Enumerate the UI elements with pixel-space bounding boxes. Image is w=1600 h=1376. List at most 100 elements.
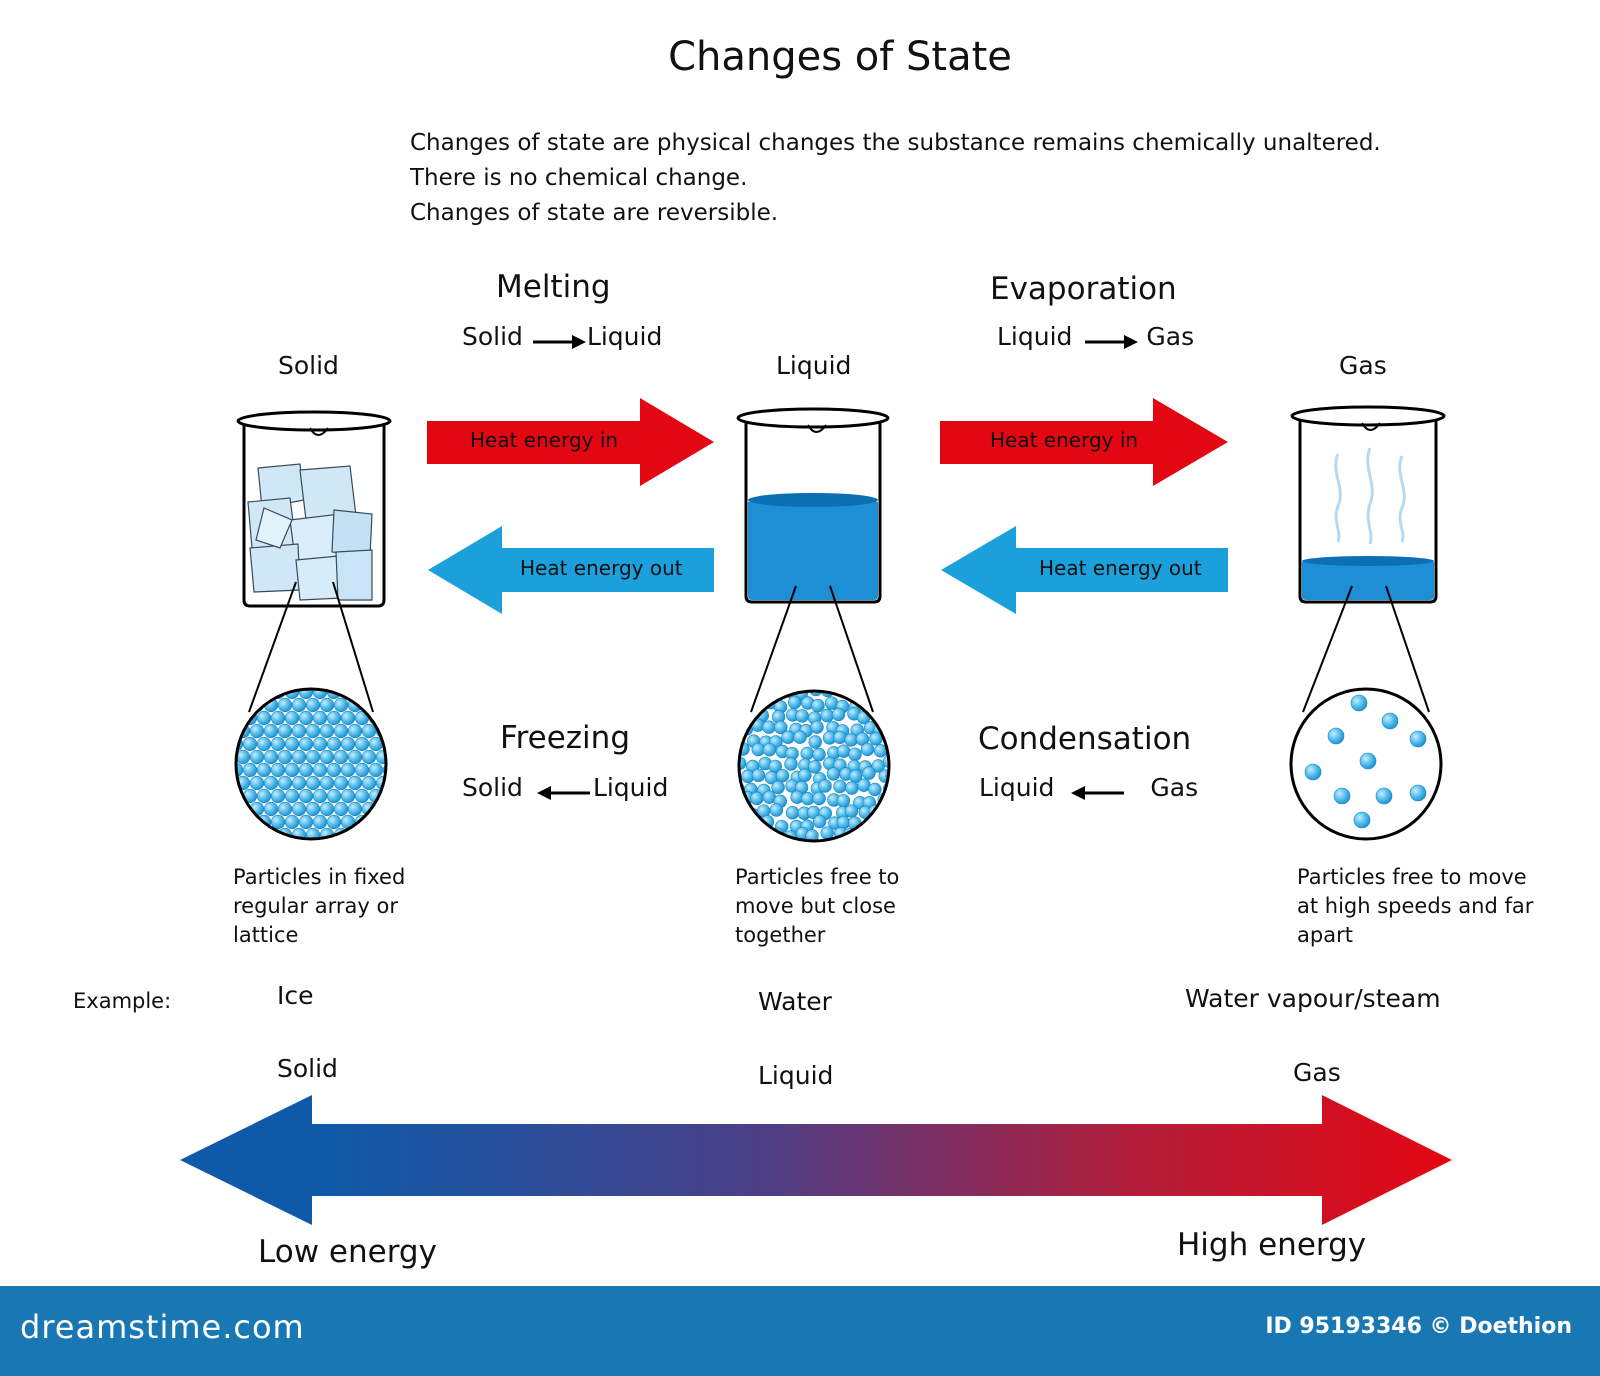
- particle: [885, 806, 889, 821]
- particle: [263, 749, 279, 765]
- freezing-right: Liquid: [592, 773, 669, 802]
- particle: [333, 749, 349, 765]
- particle: [836, 744, 851, 758]
- particle: [249, 749, 265, 765]
- particle: [319, 749, 335, 765]
- particle: [368, 689, 384, 700]
- particle: [277, 801, 293, 817]
- particle: [382, 762, 386, 778]
- particle: [249, 723, 265, 739]
- melting-from: Solid: [462, 322, 523, 351]
- particle: [810, 720, 824, 734]
- particle: [256, 788, 272, 804]
- liquid-zoom-lines: [750, 585, 874, 713]
- heat-out-label-2: Heat energy out: [1039, 556, 1202, 580]
- solid-description-line: Particles in fixed: [233, 865, 406, 889]
- particle: [1353, 811, 1371, 829]
- particle: [1409, 784, 1427, 802]
- particle: [242, 762, 258, 778]
- particle: [326, 736, 342, 752]
- particle: [876, 696, 889, 711]
- solid-zoom-lines: [248, 581, 374, 713]
- particle: [236, 689, 244, 700]
- particle: [390, 750, 404, 764]
- particle: [890, 699, 903, 712]
- gas-description: Particles free to move at high speeds an…: [1297, 863, 1533, 950]
- particle: [390, 802, 404, 816]
- particle: [312, 814, 328, 830]
- particle: [319, 801, 335, 817]
- particle: [774, 720, 788, 735]
- particle: [862, 766, 876, 780]
- particle: [860, 742, 875, 757]
- solid-description-line: regular array or: [233, 894, 398, 918]
- gas-zoom-lines: [1302, 585, 1430, 713]
- particle: [270, 814, 286, 830]
- particle: [291, 749, 307, 765]
- particle: [885, 731, 889, 745]
- particle: [277, 723, 293, 739]
- particle: [312, 689, 328, 700]
- particle: [891, 720, 904, 733]
- particle: [818, 779, 832, 793]
- particle: [291, 697, 307, 713]
- energy-scale-arrow: [180, 1095, 1452, 1225]
- evaporation-arrow: [1085, 335, 1138, 349]
- particle: [298, 736, 314, 752]
- condensation-title: Condensation: [978, 721, 1192, 757]
- particle: [382, 814, 386, 830]
- particle: [375, 827, 386, 839]
- particle: [347, 723, 363, 739]
- particle: [848, 747, 862, 761]
- intro-line: There is no chemical change.: [410, 165, 748, 191]
- particle: [382, 788, 386, 804]
- condensation-right: Gas: [1150, 773, 1199, 802]
- particle: [256, 762, 272, 778]
- particle: [885, 791, 889, 805]
- intro-line: Changes of state are reversible.: [410, 200, 779, 226]
- particle: [1327, 727, 1345, 745]
- particle: [333, 801, 349, 817]
- particle: [270, 788, 286, 804]
- particle: [361, 775, 377, 791]
- particle: [319, 723, 335, 739]
- particle: [291, 775, 307, 791]
- gas-description-line: Particles free to move: [1297, 865, 1527, 889]
- particle: [298, 788, 314, 804]
- particle: [877, 817, 889, 832]
- particle: [833, 779, 847, 794]
- solid-particle-view: [234, 687, 404, 841]
- heat-out-label-1: Heat energy out: [520, 556, 683, 580]
- evaporation-title: Evaporation: [990, 271, 1177, 307]
- particle: [808, 735, 822, 749]
- gas-description-line: at high speeds and far: [1297, 894, 1534, 918]
- particle: [263, 775, 279, 791]
- particle: [319, 697, 335, 713]
- particle: [739, 827, 747, 841]
- evaporation-from: Liquid: [997, 322, 1073, 351]
- particle: [291, 723, 307, 739]
- particle: [242, 736, 258, 752]
- heat-energy-out-arrow-1: [428, 526, 714, 614]
- particle: [844, 733, 858, 747]
- particle: [382, 710, 386, 726]
- particle: [390, 698, 404, 712]
- particle: [284, 736, 300, 752]
- particle: [793, 730, 807, 744]
- liquid-description-line: move but close: [735, 894, 896, 918]
- particle: [868, 782, 882, 797]
- particle: [305, 749, 321, 765]
- particle: [340, 736, 356, 752]
- footer-brand[interactable]: dreamstime.com: [20, 1308, 305, 1346]
- particle: [795, 709, 809, 723]
- particle: [1359, 752, 1377, 770]
- particle: [751, 768, 766, 783]
- freezing-left: Solid: [462, 773, 523, 802]
- ice-cubes: [247, 463, 373, 601]
- solid-example: Ice: [277, 981, 314, 1010]
- solid-description: Particles in fixed regular array or latt…: [233, 863, 405, 950]
- particle: [826, 767, 841, 781]
- particle: [390, 724, 404, 738]
- particle: [284, 762, 300, 778]
- particle: [305, 697, 321, 713]
